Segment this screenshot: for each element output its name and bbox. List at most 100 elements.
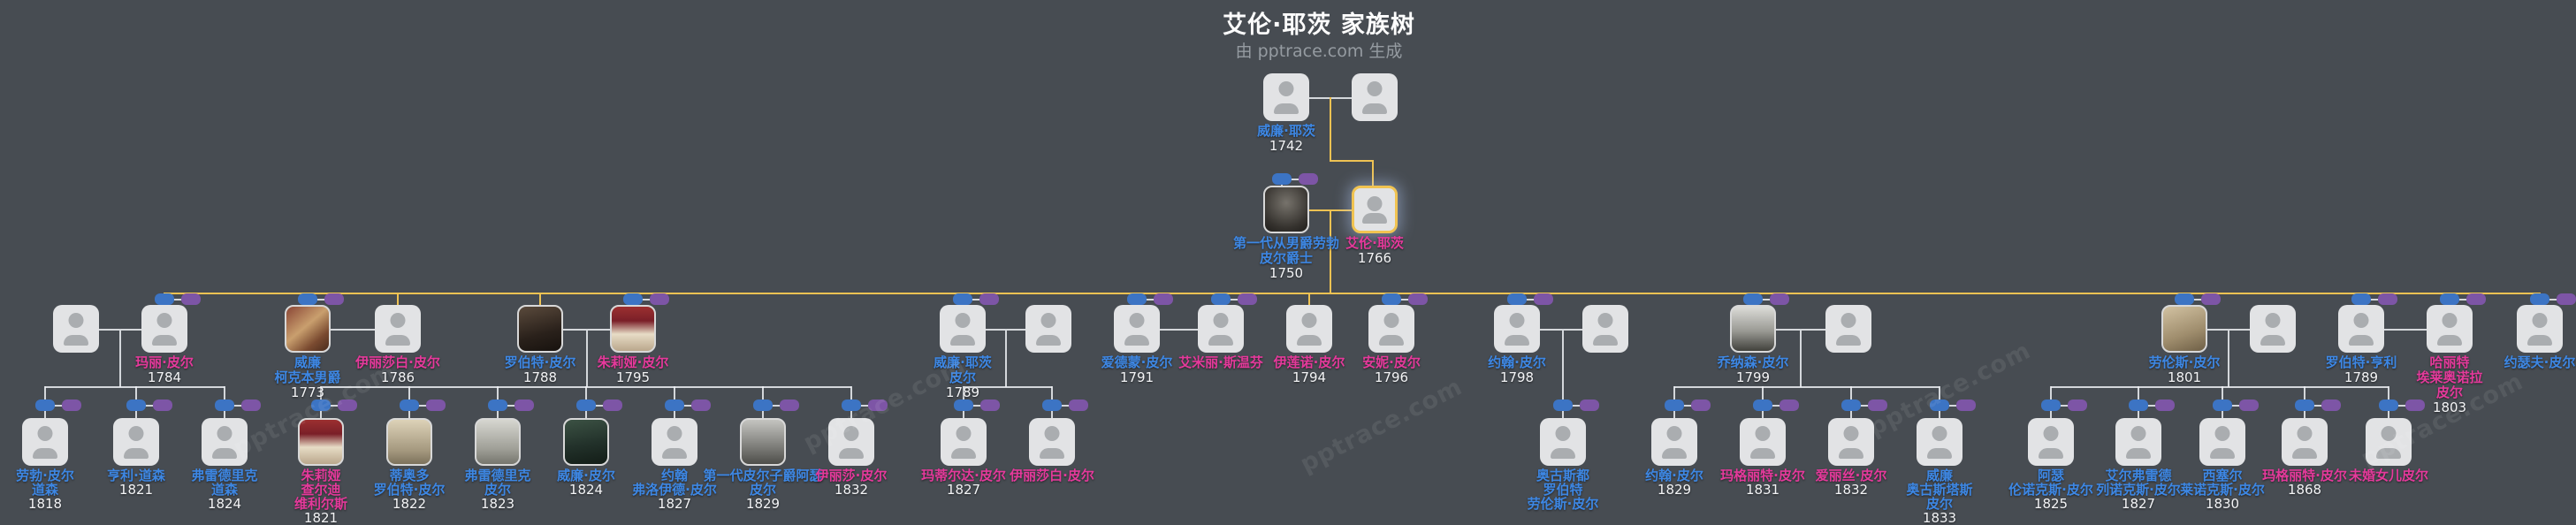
- person-node-harriet[interactable]: [2427, 305, 2473, 353]
- mini-node-male-pill[interactable]: [1127, 293, 1147, 305]
- mini-node-female-pill[interactable]: [691, 399, 711, 411]
- person-node-alfred[interactable]: [2115, 418, 2161, 466]
- person-node-juliav[interactable]: [298, 418, 344, 466]
- mini-node-male-pill[interactable]: [1042, 399, 1062, 411]
- mini-node-female-pill[interactable]: [1238, 293, 1257, 305]
- mini-node-male-pill[interactable]: [953, 293, 972, 305]
- person-node-eliza[interactable]: [828, 418, 874, 466]
- mini-node-male-pill[interactable]: [2351, 293, 2371, 305]
- mini-node-female-pill[interactable]: [780, 399, 799, 411]
- mini-node-male-pill[interactable]: [2440, 293, 2459, 305]
- person-node-robert[interactable]: [517, 305, 563, 353]
- person-node-julia[interactable]: [610, 305, 656, 353]
- mini-node-male-pill[interactable]: [2295, 399, 2314, 411]
- person-node-rhenry[interactable]: [2338, 305, 2384, 353]
- mini-node-female-pill[interactable]: [181, 293, 201, 305]
- mini-node-female-pill[interactable]: [2378, 293, 2397, 305]
- mini-node-male-pill[interactable]: [2175, 293, 2194, 305]
- mini-node-male-pill[interactable]: [623, 293, 643, 305]
- person-node-g2b[interactable]: [1352, 186, 1398, 233]
- person-node-matilda[interactable]: [941, 418, 987, 466]
- mini-node-male-pill[interactable]: [954, 399, 973, 411]
- mini-node-female-pill[interactable]: [1534, 293, 1553, 305]
- mini-node-female-pill[interactable]: [1069, 399, 1088, 411]
- mini-node-male-pill[interactable]: [1665, 399, 1684, 411]
- person-node-fdawson[interactable]: [202, 418, 248, 466]
- person-node-margaret1[interactable]: [1740, 418, 1786, 466]
- person-node-g1b[interactable]: [1352, 73, 1398, 121]
- mini-node-male-pill[interactable]: [1841, 399, 1861, 411]
- mini-node-female-pill[interactable]: [2557, 293, 2576, 305]
- mini-node-female-pill[interactable]: [1956, 399, 1976, 411]
- mini-node-male-pill[interactable]: [1553, 399, 1573, 411]
- mini-node-female-pill[interactable]: [2239, 399, 2259, 411]
- person-node-alice[interactable]: [1828, 418, 1874, 466]
- person-node-s4[interactable]: [1825, 305, 1871, 353]
- mini-node-female-pill[interactable]: [62, 399, 81, 411]
- person-node-hdawson[interactable]: [113, 418, 159, 466]
- mini-node-female-pill[interactable]: [2155, 399, 2175, 411]
- person-node-arthurv[interactable]: [740, 418, 786, 466]
- person-node-s3[interactable]: [1582, 305, 1628, 353]
- mini-node-male-pill[interactable]: [35, 399, 55, 411]
- mini-node-female-pill[interactable]: [153, 399, 172, 411]
- person-node-eleanor[interactable]: [1286, 305, 1332, 353]
- person-node-joseph[interactable]: [2517, 305, 2563, 353]
- person-node-g1a[interactable]: [1263, 73, 1309, 121]
- mini-node-male-pill[interactable]: [753, 399, 773, 411]
- mini-node-male-pill[interactable]: [126, 399, 146, 411]
- mini-node-male-pill[interactable]: [1211, 293, 1231, 305]
- person-node-theodore[interactable]: [386, 418, 432, 466]
- mini-node-female-pill[interactable]: [1868, 399, 1887, 411]
- mini-node-male-pill[interactable]: [488, 399, 507, 411]
- person-node-jonathan[interactable]: [1730, 305, 1776, 353]
- person-node-augustus[interactable]: [1540, 418, 1586, 466]
- mini-node-male-pill[interactable]: [2129, 399, 2148, 411]
- mini-node-male-pill[interactable]: [298, 293, 317, 305]
- person-node-emily[interactable]: [1198, 305, 1244, 353]
- mini-node-male-pill[interactable]: [1382, 293, 1401, 305]
- person-node-g2a[interactable]: [1263, 186, 1309, 233]
- person-node-anne[interactable]: [1368, 305, 1414, 353]
- person-node-margaret2[interactable]: [2282, 418, 2328, 466]
- mini-node-male-pill[interactable]: [155, 293, 174, 305]
- mini-node-female-pill[interactable]: [2321, 399, 2341, 411]
- mini-node-male-pill[interactable]: [1930, 399, 1949, 411]
- mini-node-female-pill[interactable]: [1299, 173, 1318, 185]
- mini-node-female-pill[interactable]: [1408, 293, 1428, 305]
- person-node-wyp[interactable]: [940, 305, 986, 353]
- person-node-s5[interactable]: [2250, 305, 2296, 353]
- mini-node-male-pill[interactable]: [842, 399, 861, 411]
- person-node-arthurl[interactable]: [2028, 418, 2074, 466]
- mini-node-female-pill[interactable]: [2068, 399, 2087, 411]
- mini-node-male-pill[interactable]: [1507, 293, 1527, 305]
- person-node-johnfloyd[interactable]: [652, 418, 697, 466]
- mini-node-male-pill[interactable]: [1753, 399, 1772, 411]
- person-node-cecil[interactable]: [2199, 418, 2245, 466]
- mini-node-male-pill[interactable]: [1272, 173, 1292, 185]
- person-node-rdawson[interactable]: [22, 418, 68, 466]
- mini-node-female-pill[interactable]: [1770, 293, 1789, 305]
- person-node-cockburn[interactable]: [285, 305, 331, 353]
- mini-node-male-pill[interactable]: [2379, 399, 2398, 411]
- person-node-johnp2[interactable]: [1651, 418, 1697, 466]
- person-node-elizabeth2[interactable]: [1029, 418, 1075, 466]
- mini-node-female-pill[interactable]: [324, 293, 344, 305]
- mini-node-female-pill[interactable]: [2466, 293, 2486, 305]
- mini-node-female-pill[interactable]: [2405, 399, 2425, 411]
- mini-node-male-pill[interactable]: [215, 399, 234, 411]
- person-node-edmund[interactable]: [1114, 305, 1160, 353]
- mini-node-male-pill[interactable]: [576, 399, 596, 411]
- mini-node-female-pill[interactable]: [979, 293, 999, 305]
- mini-node-female-pill[interactable]: [603, 399, 622, 411]
- mini-node-female-pill[interactable]: [1580, 399, 1599, 411]
- mini-node-female-pill[interactable]: [426, 399, 446, 411]
- person-node-fredpeel[interactable]: [475, 418, 521, 466]
- mini-node-male-pill[interactable]: [2041, 399, 2061, 411]
- mini-node-male-pill[interactable]: [400, 399, 419, 411]
- person-node-williampeel[interactable]: [563, 418, 609, 466]
- mini-node-female-pill[interactable]: [1154, 293, 1173, 305]
- mini-node-female-pill[interactable]: [650, 293, 669, 305]
- person-node-s2[interactable]: [1025, 305, 1071, 353]
